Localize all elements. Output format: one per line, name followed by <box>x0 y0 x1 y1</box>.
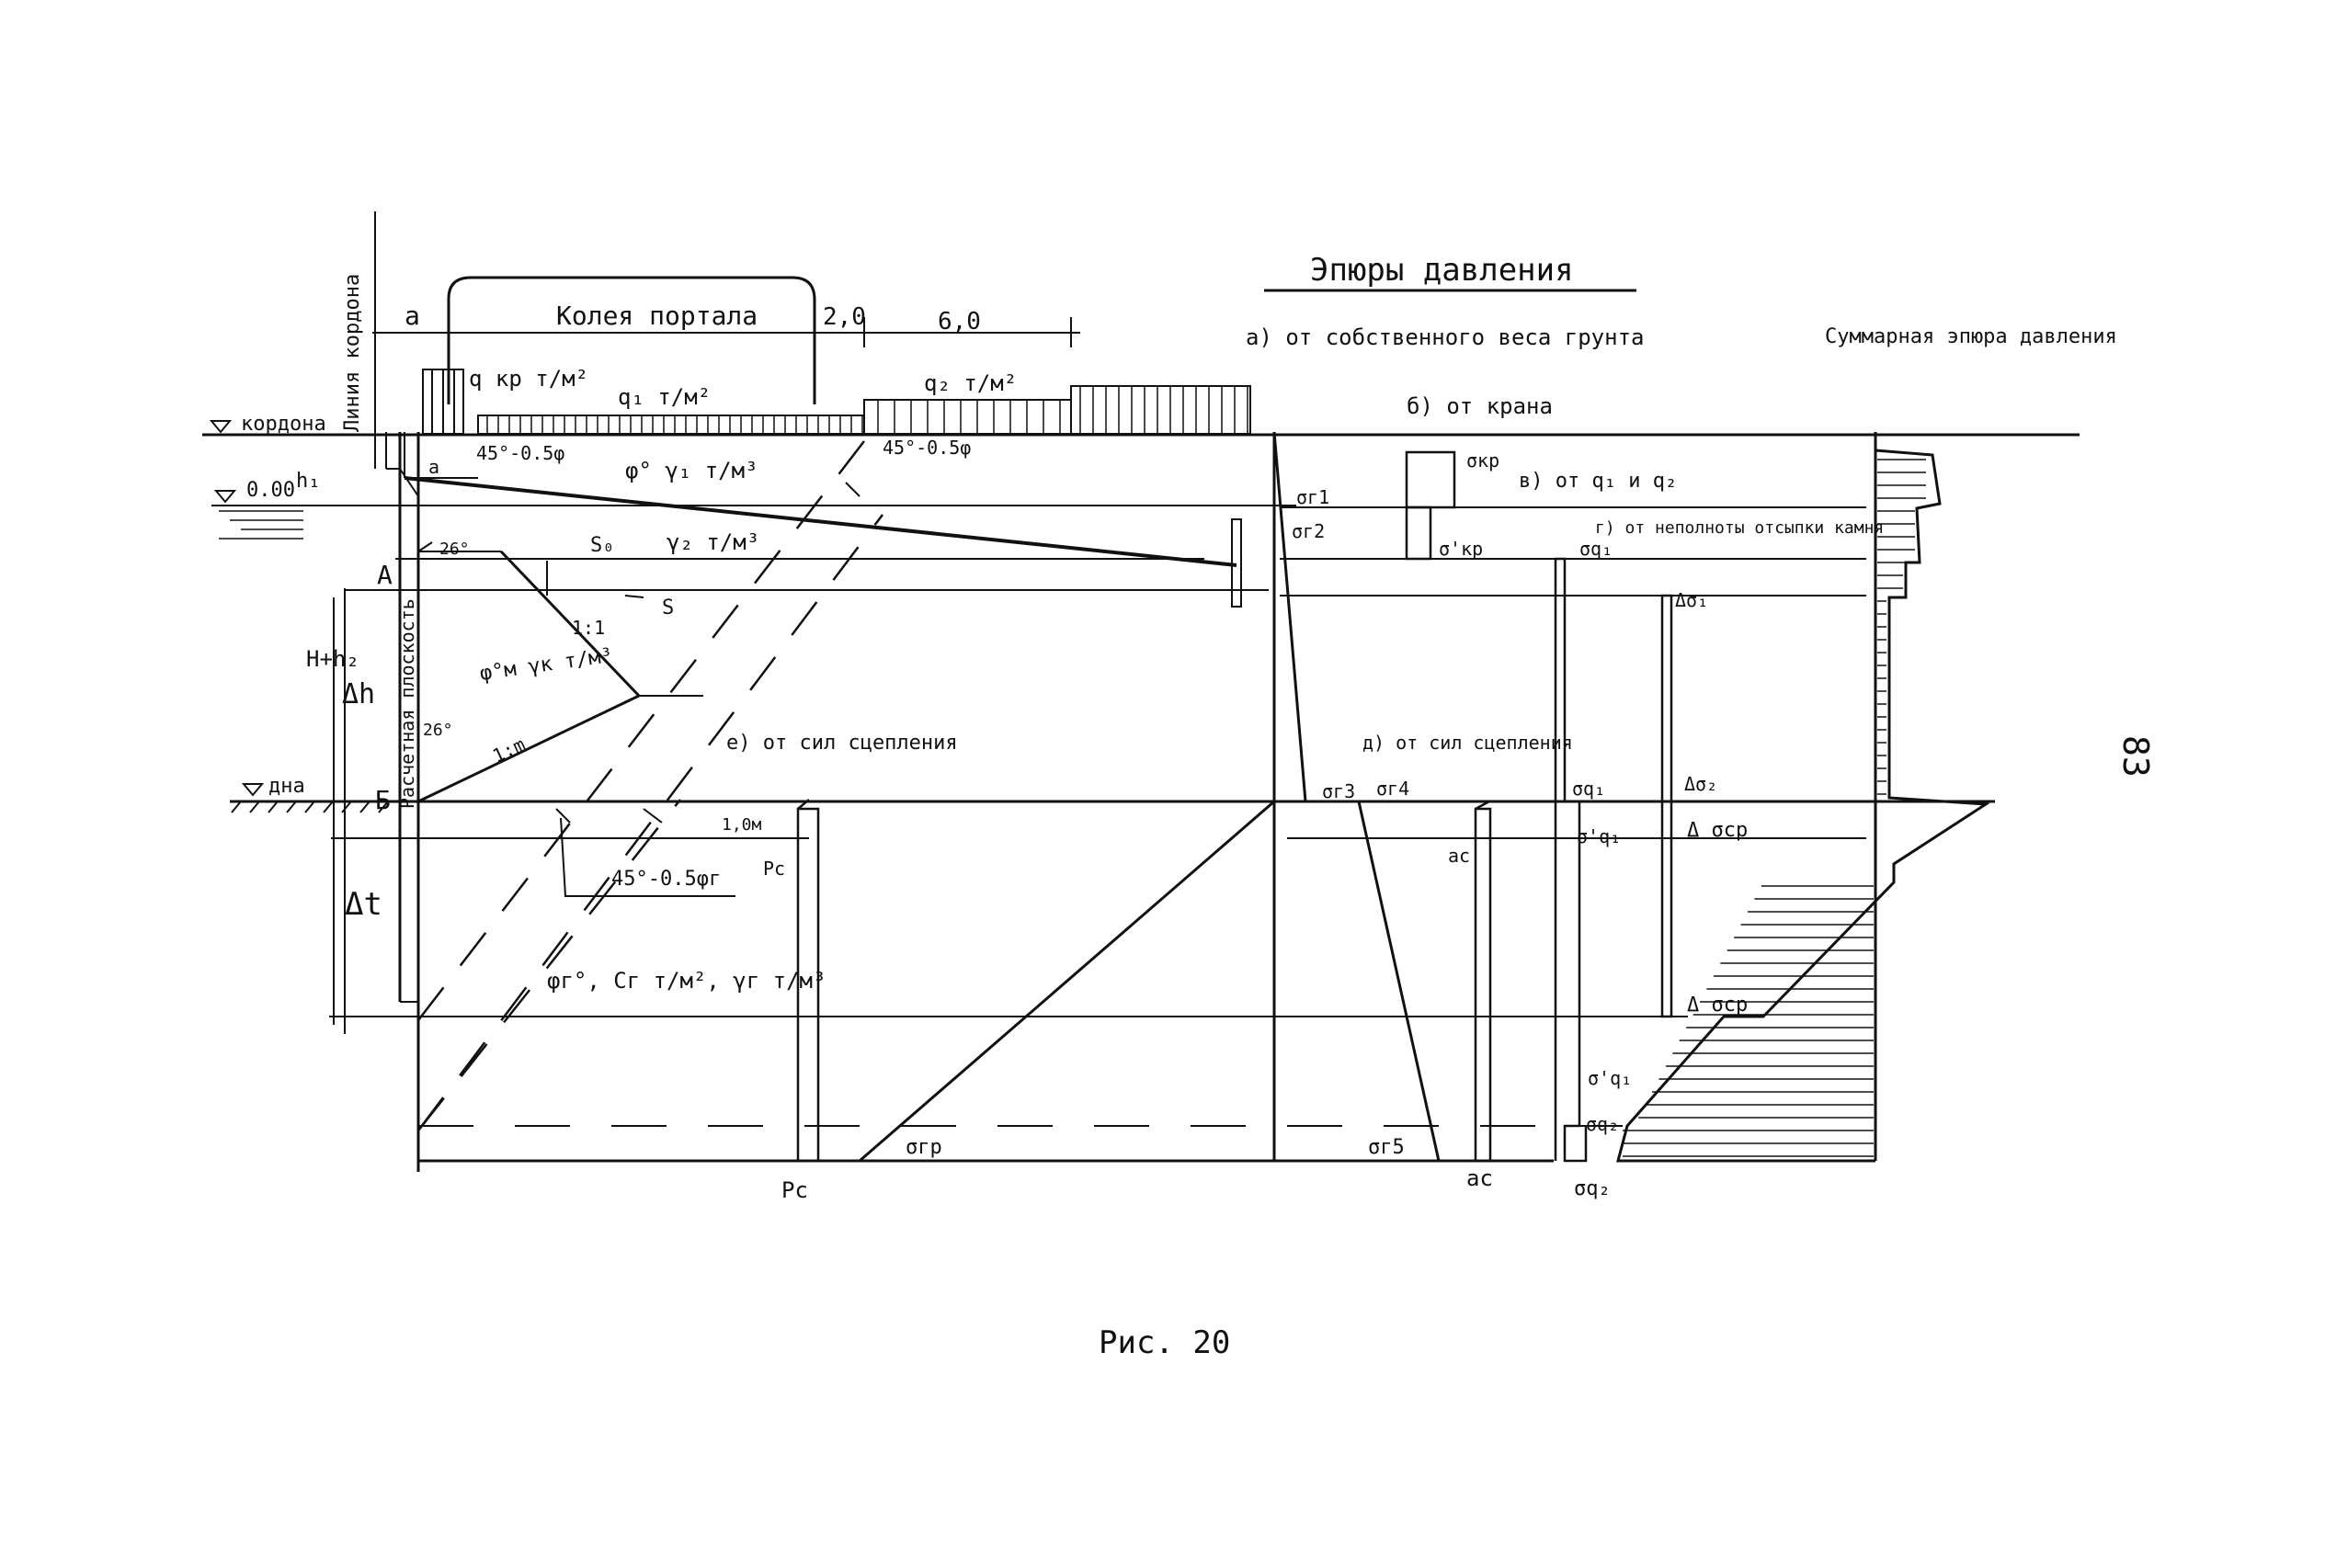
ac-top-label: ac <box>1448 845 1470 867</box>
summary-label: Суммарная эпюра давления <box>1825 325 2117 348</box>
raschet-label: Расчетная плоскость <box>396 598 418 809</box>
portal-track <box>447 276 816 404</box>
level-markers <box>209 420 265 797</box>
summary-hatching <box>1623 459 1926 1157</box>
pc-bottom-label: Pc <box>781 1177 808 1203</box>
sigma-q1-c-label: σ'q₁ <box>1577 825 1621 847</box>
bottom-level-icon <box>241 783 265 797</box>
load-hatching <box>486 386 1248 434</box>
phi-m-label: φ°м γк т/м³ <box>478 644 614 686</box>
epura-g <box>1660 594 1673 1018</box>
seabed-hatching <box>231 801 389 813</box>
delta-sigma-cp1-label: Δ σср <box>1687 819 1748 842</box>
water-lines <box>219 510 303 540</box>
sigma-q2-a-label: σq₂ <box>1586 1113 1619 1135</box>
top-dimension <box>372 317 1080 347</box>
figure-caption: Рис. 20 <box>1099 1324 1230 1361</box>
phi-gamma1-label: φ° γ₁ т/м³ <box>625 458 758 483</box>
reference-lines <box>202 433 2080 1163</box>
dt-label: Δt <box>345 886 382 923</box>
epura-d <box>1474 800 1492 1163</box>
note-v-label: в) от q₁ и q₂ <box>1519 470 1677 493</box>
sigma-g3-label: σг3 <box>1322 780 1355 802</box>
slope-label: 1:1 <box>572 617 605 639</box>
a-top-label: a <box>428 456 439 478</box>
one-m-label: 1:m <box>489 733 529 767</box>
phi-g-label: φг°, Cг т/м², γг т/м³ <box>547 968 826 994</box>
sigma-q1-d-label: σ'q₁ <box>1588 1067 1632 1089</box>
sigma-kr2-label: σ'кр <box>1439 538 1483 560</box>
dh-label: Δh <box>342 678 375 710</box>
angle2-label: 45°-0.5φ <box>883 437 971 459</box>
s-label: S <box>662 597 674 619</box>
note-d-label: д) от сил сцепления <box>1362 732 1573 754</box>
koleya-label: Колея портала <box>556 301 758 331</box>
epura-a <box>859 431 1441 1163</box>
slip-lines <box>417 440 883 1131</box>
diagram-labels: Эпюры давления Линия кордона Колея порта… <box>241 252 2156 1361</box>
note-a-label: а) от собственного веса грунта <box>1246 324 1644 350</box>
delta-sigma-cp2-label: Δ σср <box>1687 994 1748 1017</box>
deg26b-label: 26° <box>423 721 453 740</box>
title: Эпюры давления <box>1310 252 1574 289</box>
sigma-gr-label: σгр <box>906 1136 942 1159</box>
pc-diagram <box>796 799 820 1163</box>
linia-kordona-label: Линия кордона <box>341 274 364 432</box>
sigma-q1-a-label: σq₁ <box>1579 538 1613 560</box>
point-a-label: A <box>377 560 393 590</box>
note-b-label: б) от крана <box>1407 393 1553 419</box>
h-label: H+h₂ <box>306 646 359 672</box>
zero-label: 0.00 <box>246 479 295 502</box>
summary-diagram <box>1616 432 1990 1163</box>
sigma-g5-label: σг5 <box>1368 1136 1405 1159</box>
kordona-label: кордона <box>241 413 326 436</box>
q-kr-label: q кр т/м² <box>469 366 588 392</box>
pc-top-label: Pc <box>763 858 785 880</box>
h1-label: h₁ <box>296 470 321 493</box>
delta-sigma2-label: Δσ₂ <box>1684 773 1717 795</box>
angle1-label: 45°-0.5φ <box>476 442 564 464</box>
delta-sigma1-label: Δσ₁ <box>1675 589 1708 611</box>
deg26a-label: 26° <box>439 540 470 559</box>
point-b-label: Б <box>375 785 391 815</box>
dim-a-label: a <box>405 301 420 331</box>
angle-marks <box>546 482 860 897</box>
zero-level-icon <box>213 490 237 504</box>
sigma-kr-label: σкр <box>1466 449 1499 472</box>
angle3-label: 45°-0.5φг <box>611 868 721 891</box>
s0-label: S₀ <box>590 534 615 557</box>
one-m-dim-label: 1,0м <box>722 815 762 835</box>
q1-label: q₁ т/м² <box>618 384 711 410</box>
sigma-g1-label: σг1 <box>1296 486 1329 508</box>
sigma-q2-b-label: σq₂ <box>1574 1177 1611 1200</box>
gamma2-label: γ₂ т/м³ <box>667 529 759 555</box>
e-label: е) от сил сцепления <box>726 732 958 755</box>
dim-6-label: 6,0 <box>938 308 981 335</box>
dna-label: дна <box>268 775 305 798</box>
epura-v <box>1554 557 1588 1163</box>
note-g-label: г) от неполноты отсыпки камня <box>1595 518 1884 538</box>
page-number: 83 <box>2115 735 2156 778</box>
sigma-g4-label: σг4 <box>1376 778 1409 800</box>
ac-bottom-label: ac <box>1466 1165 1493 1191</box>
sigma-g2-label: σг2 <box>1292 520 1325 542</box>
sigma-q1-b-label: σq₁ <box>1572 778 1605 800</box>
wall-geometry <box>404 476 1242 803</box>
dim-2-label: 2,0 <box>823 303 866 331</box>
load-blocks <box>422 369 1251 435</box>
epura-b <box>1405 450 1456 561</box>
q2-label: q₂ т/м² <box>924 370 1017 396</box>
kordona-level-icon <box>209 420 233 434</box>
